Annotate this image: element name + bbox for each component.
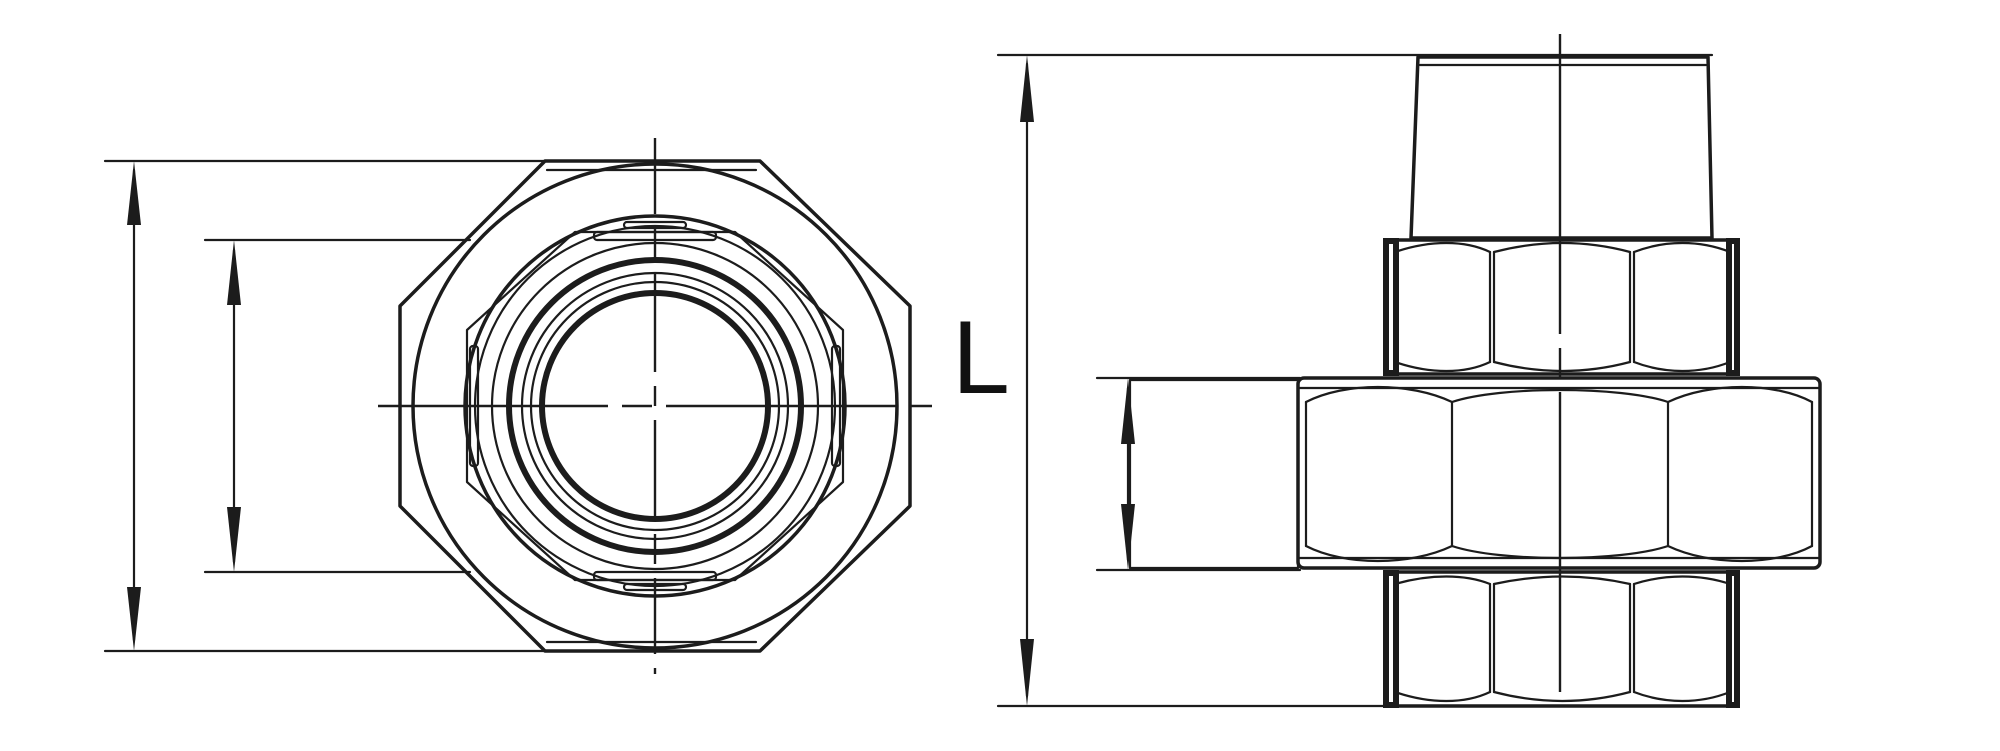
arrow-up xyxy=(127,161,141,225)
arrow-up xyxy=(1121,378,1135,444)
arrow-up xyxy=(227,240,241,305)
nut-height-dimension xyxy=(1095,376,1302,572)
arrow-down xyxy=(127,587,141,651)
upper-hex-nut xyxy=(1383,238,1740,376)
inner-nut-hex xyxy=(465,230,845,582)
outer-diameter-dimension xyxy=(103,159,612,653)
arrow-down xyxy=(1121,504,1135,570)
length-dimension xyxy=(996,53,1714,708)
lower-hex-nut xyxy=(1383,570,1740,708)
length-dimension-label: L xyxy=(952,300,1010,416)
hex-body-outline xyxy=(398,159,912,653)
side-view xyxy=(996,34,1822,726)
arrow-up xyxy=(1020,55,1034,122)
arrow-down xyxy=(1020,639,1034,706)
inner-diameter-dimension xyxy=(203,238,472,574)
end-view xyxy=(103,138,932,674)
top-pipe-end xyxy=(1409,55,1714,240)
arrow-down xyxy=(227,507,241,572)
